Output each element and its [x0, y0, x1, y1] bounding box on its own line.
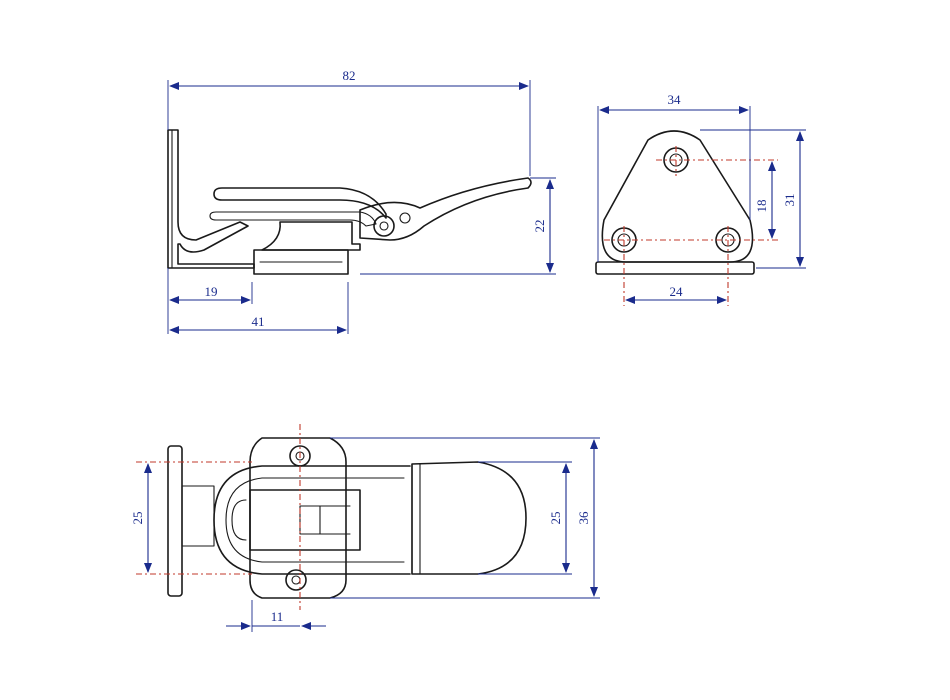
dim-plate-width-label: 34 — [668, 92, 682, 107]
latch-body — [261, 221, 361, 251]
side-view: 82 22 19 41 — [167, 68, 556, 334]
top-hole-lower-icon — [285, 569, 307, 591]
pivot-inner-icon — [379, 221, 389, 231]
plate-flange — [595, 261, 755, 275]
dim-overall-width-label: 36 — [576, 511, 591, 525]
top-hole-lower-inner-icon — [291, 575, 301, 585]
triangular-plate — [601, 130, 754, 263]
top-slot — [299, 505, 351, 535]
top-wire-nose — [231, 499, 247, 541]
wire-loop-lower — [209, 211, 377, 227]
dim-base-height-label: 22 — [532, 220, 547, 233]
top-latch-body — [249, 489, 361, 551]
top-wire-loop — [213, 465, 411, 575]
top-handle — [411, 461, 527, 575]
dim-handle-width-label: 25 — [548, 512, 563, 525]
dim-hook-width-label: 25 — [130, 512, 145, 525]
top-view: 25 25 36 11 — [130, 424, 600, 632]
top-wire-loop-inner — [225, 477, 405, 563]
dim-plate-height-label: 31 — [782, 194, 797, 207]
dim-overall-length-label: 82 — [343, 68, 356, 83]
dim-hole-offset-label: 11 — [271, 609, 284, 624]
dim-hook-offset-label: 19 — [205, 284, 218, 299]
top-hook-stem — [181, 485, 215, 547]
dim-hole-spacing-vertical-label: 18 — [754, 200, 769, 213]
pivot-outer-icon — [373, 215, 395, 237]
wire-loop — [213, 187, 387, 219]
handle-lever — [359, 177, 532, 241]
dim-base-length-label: 41 — [252, 314, 265, 329]
pivot-rivet-icon — [399, 212, 411, 224]
end-view: 34 31 18 24 — [595, 92, 806, 306]
hook-plate — [167, 129, 255, 269]
dim-hole-spacing-horizontal-label: 24 — [670, 284, 684, 299]
